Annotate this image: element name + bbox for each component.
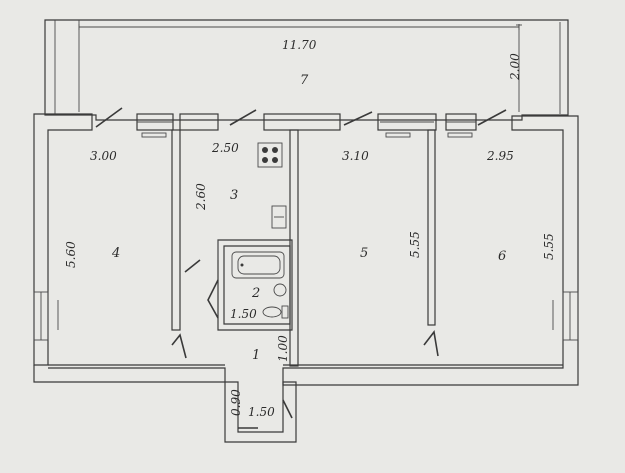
- sink-icon: [271, 205, 287, 229]
- interior-walls: [171, 129, 436, 367]
- bath-width-label: 1.50: [230, 307, 257, 321]
- vestibule-width-label: 1.50: [248, 405, 275, 419]
- room-6-number: 6: [498, 249, 506, 264]
- room-4-number: 4: [111, 246, 120, 261]
- room5-length-label: 5.55: [408, 231, 422, 258]
- bathtub-icon: [231, 251, 285, 279]
- room4-width-label: 3.00: [90, 149, 117, 163]
- radiator-icon: [141, 132, 167, 138]
- washbasin-icon: [273, 283, 287, 297]
- room-3-number: 3: [230, 188, 238, 203]
- hall-length-label: 1.00: [276, 335, 290, 362]
- toilet-icon: [262, 305, 289, 319]
- vestibule-length-label: 0.90: [229, 389, 243, 416]
- room4-length-label: 5.60: [64, 241, 78, 268]
- balcony: [44, 19, 569, 121]
- kitchen-width-label: 2.50: [211, 141, 239, 155]
- balcony-doors: [95, 107, 507, 128]
- stove-icon: [257, 142, 283, 168]
- room5-width-label: 3.10: [342, 149, 369, 163]
- balcony-wall: [136, 113, 477, 138]
- room-1-number: 1: [252, 348, 260, 363]
- room-2-number: 2: [251, 286, 260, 301]
- vestibule: [224, 381, 297, 443]
- kitchen-length-label: 2.60: [194, 183, 208, 211]
- balcony-depth-label: 2.00: [508, 53, 522, 81]
- room6-length-label: 5.55: [542, 233, 556, 260]
- room-7-number: 7: [300, 73, 309, 88]
- room6-width-label: 2.95: [486, 149, 514, 163]
- balcony-width-label: 11.70: [282, 38, 317, 52]
- room-5-number: 5: [360, 246, 368, 261]
- room-doors: [171, 259, 439, 359]
